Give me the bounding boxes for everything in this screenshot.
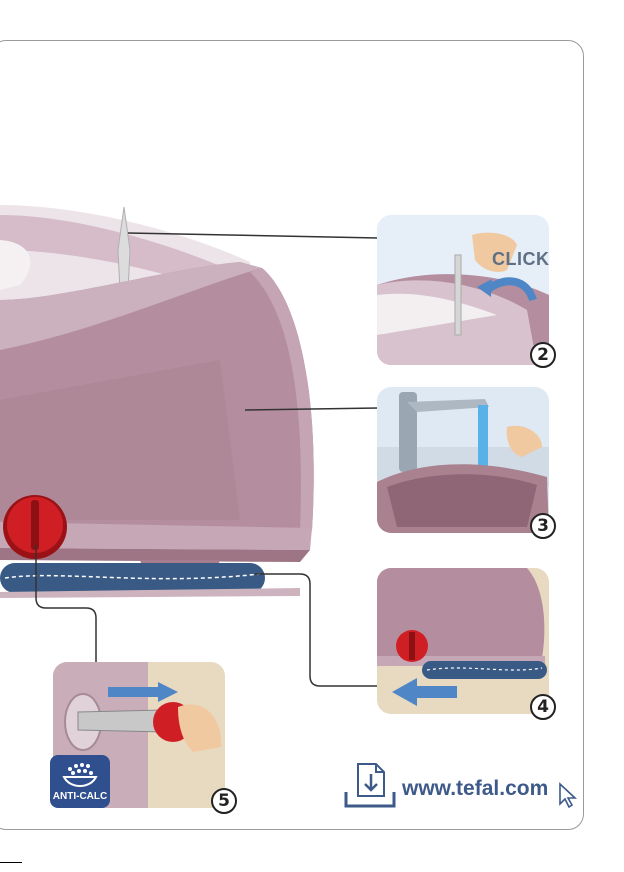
step-4-number: 4 [530,694,556,720]
step-4-illustration [377,568,549,714]
step-3-illustration [377,387,549,533]
download-document-icon [343,760,397,810]
step-5-number: 5 [211,788,237,814]
step-2-illustration [377,215,549,365]
step-2-number: 2 [530,342,556,368]
anti-calc-badge: ANTI-CALC [50,755,110,808]
step-4-panel [377,568,549,714]
anti-calc-label: ANTI-CALC [50,791,110,802]
step-3-panel [377,387,549,533]
step-2-panel [377,215,549,365]
click-label: CLICK [492,249,550,270]
crop-mark [0,862,22,863]
anti-calc-drop-icon [50,755,110,795]
cursor-arrow-icon [558,782,580,808]
step-3-number: 3 [530,513,556,539]
website-link[interactable]: www.tefal.com [402,777,548,801]
